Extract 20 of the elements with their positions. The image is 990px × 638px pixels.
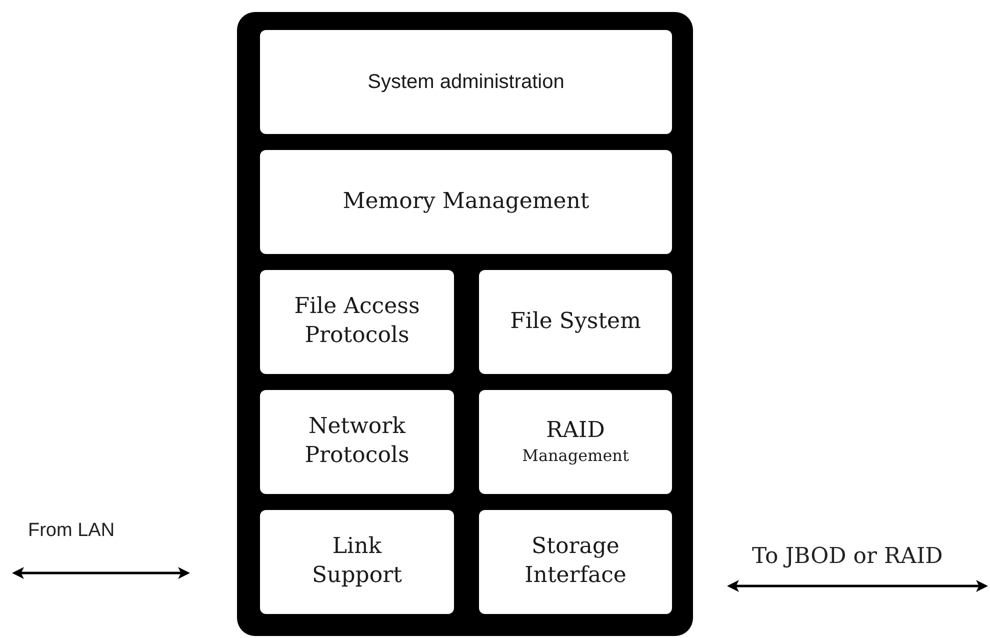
module-label: Link Support [310,533,403,590]
module-box [260,150,672,254]
module-box [260,510,454,614]
module-box [260,390,454,494]
module-box [479,270,672,374]
enclosure-box [237,12,693,636]
module-box [479,390,672,494]
module-box [260,30,672,134]
module-label: File Access Protocols [293,293,421,350]
module-label: Management [522,446,629,467]
connection-label: To JBOD or RAID [752,544,943,569]
module-label: Network Protocols [304,413,410,470]
module-label: System administration [368,70,564,95]
module-label: Memory Management [342,188,590,216]
module-label: File System [510,308,641,336]
module-box [479,510,672,614]
connection-label: From LAN [28,520,115,542]
module-label: RAID [546,417,605,446]
module-box [260,270,454,374]
module-label: Storage Interface [524,533,628,590]
